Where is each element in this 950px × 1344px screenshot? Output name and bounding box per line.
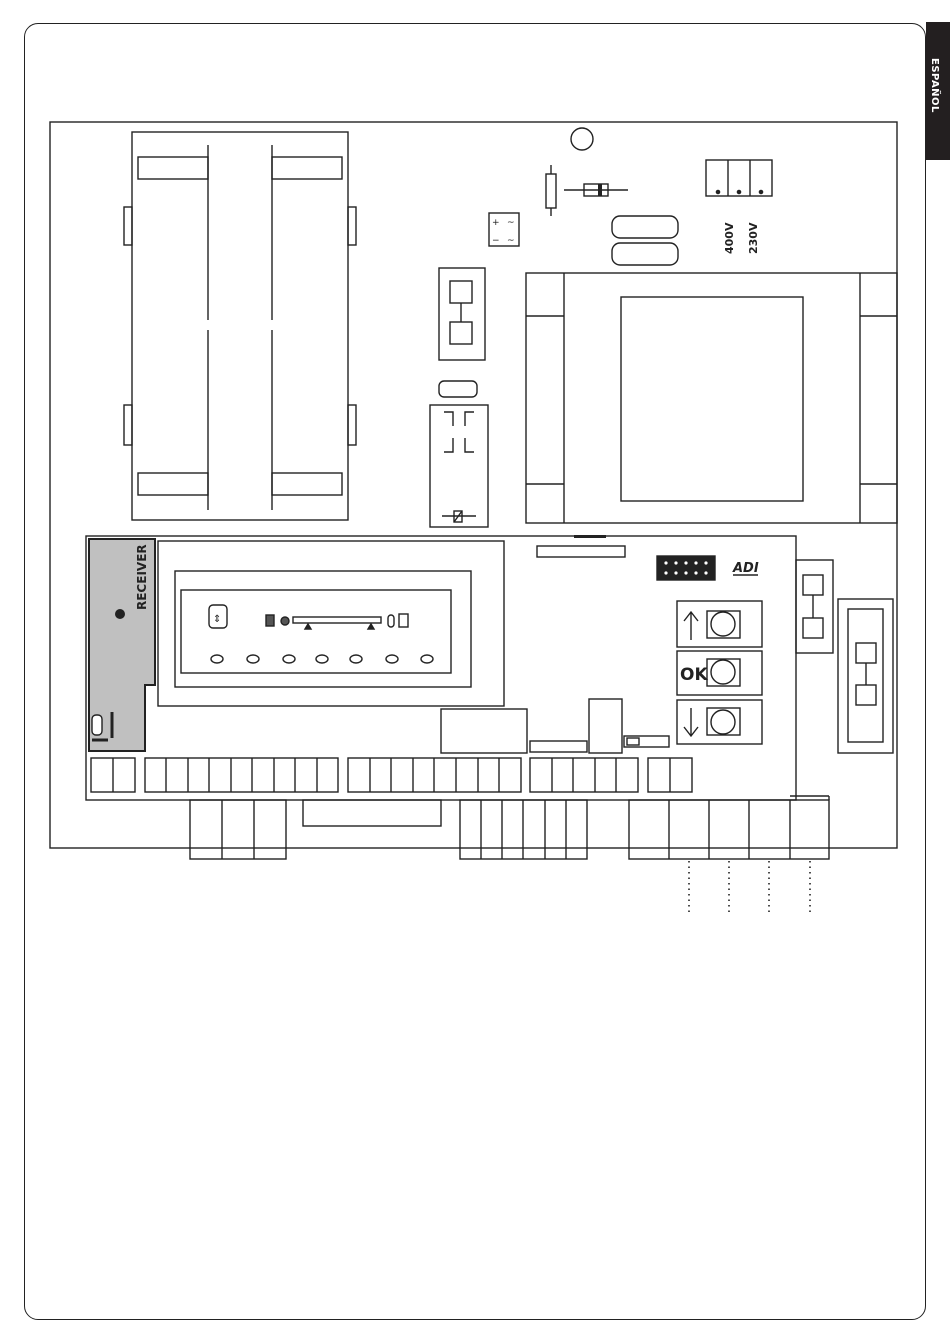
fuse-block-upper xyxy=(439,268,485,360)
relay xyxy=(430,381,488,527)
voltage-label-230v: 230V xyxy=(747,222,760,254)
trimmer-block xyxy=(589,699,622,753)
arrow-down-icon xyxy=(684,708,698,736)
fuse-bottom xyxy=(612,243,678,265)
svg-text:⇕: ⇕ xyxy=(213,614,221,625)
bridge-ac-top: ~ xyxy=(507,218,515,228)
rectifier-bridge: + − ~ ~ xyxy=(489,213,519,246)
display-area: ⇕ xyxy=(158,541,504,706)
header-strip-shadow xyxy=(574,535,606,538)
jumper-pad xyxy=(627,738,639,745)
module-slot xyxy=(441,709,527,753)
voltage-selector xyxy=(706,160,772,196)
header-strip xyxy=(537,546,625,557)
bridge-ac-bottom: ~ xyxy=(507,236,515,246)
up-button[interactable] xyxy=(677,601,762,647)
small-connector xyxy=(530,741,587,752)
enclosure-outline xyxy=(50,122,897,848)
receiver-led-dot xyxy=(115,609,125,619)
pin-header xyxy=(657,556,715,580)
fuse-block-right-large xyxy=(838,599,893,753)
down-button[interactable] xyxy=(677,700,762,744)
bottom-connectors-left xyxy=(190,800,441,859)
ok-button[interactable]: OK xyxy=(677,651,762,695)
bridge-plus: + xyxy=(492,218,500,228)
fuse-block-right-small xyxy=(796,560,833,653)
bottom-connectors-middle xyxy=(460,800,587,859)
terminal-row xyxy=(91,758,692,792)
bottom-connectors-right xyxy=(629,796,829,859)
transformer xyxy=(526,273,897,523)
capacitor-block xyxy=(124,132,356,520)
resistor-diode-group xyxy=(546,128,628,216)
arrow-up-icon xyxy=(684,612,698,640)
fuse-top xyxy=(612,216,678,238)
bridge-minus: − xyxy=(492,236,500,246)
receiver-connector xyxy=(92,715,102,735)
brand-logo: ADI xyxy=(732,561,759,576)
receiver-label: RECEIVER xyxy=(135,544,149,610)
cable-leads xyxy=(689,861,810,915)
voltage-label-400v: 400V xyxy=(723,222,736,254)
ok-button-label: OK xyxy=(680,665,708,685)
